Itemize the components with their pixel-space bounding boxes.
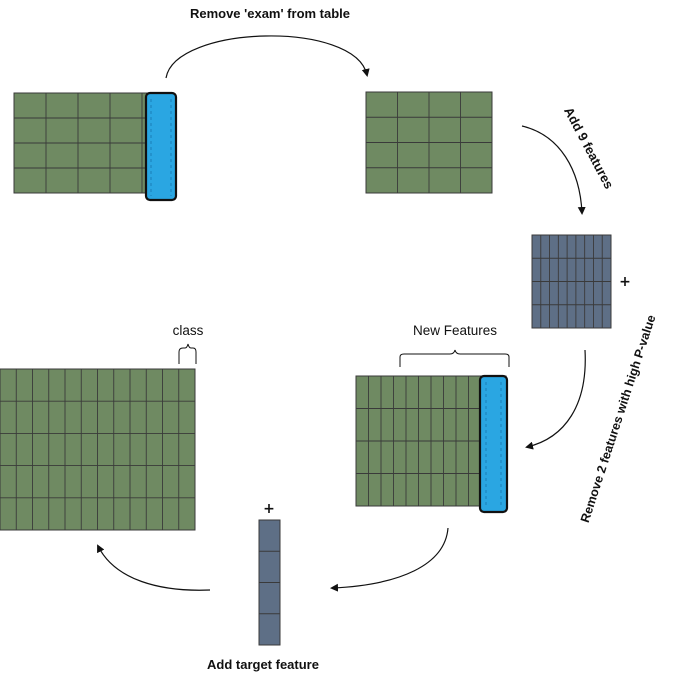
add-features-arrow: [521, 125, 586, 215]
new-features-label: New Features: [413, 323, 497, 338]
to-final-arrow: [97, 544, 211, 591]
remove-exam-arrow: [165, 35, 370, 79]
reduced-table: [365, 91, 493, 194]
add-target-label: Add target feature: [207, 657, 319, 672]
exam-column-highlight: [144, 91, 178, 202]
remove-pvalue-label: Remove 2 features with high P-value: [578, 313, 659, 524]
to-target-arrow: [330, 527, 449, 592]
plus-sign-features: +: [619, 274, 631, 290]
new-features-block: [531, 234, 612, 329]
remove-exam-label: Remove 'exam' from table: [190, 6, 350, 21]
removed-features-highlight: [478, 374, 509, 514]
add-features-label: Add 9 features: [561, 104, 617, 191]
class-brace: [178, 343, 197, 364]
new-features-brace: [399, 349, 510, 367]
target-feature-column: [258, 519, 281, 646]
remove-pvalue-arrow: [525, 349, 586, 450]
class-label: class: [173, 323, 204, 338]
plus-sign-target: +: [263, 501, 275, 517]
final-table: [0, 368, 196, 531]
